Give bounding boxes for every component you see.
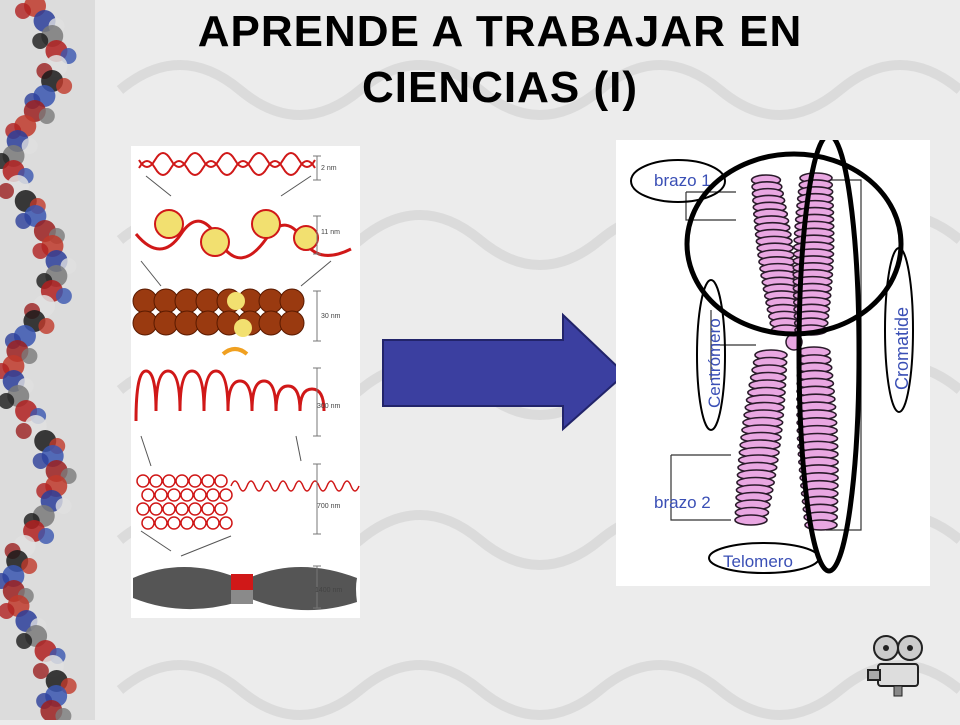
- scale-label-700nm: 700 nm: [317, 503, 341, 510]
- highlight-upper-chromosome: [684, 151, 904, 337]
- scale-label-300nm: 300 nm: [317, 403, 341, 410]
- title-line-2: CIENCIAS (I): [362, 63, 638, 112]
- scale-label-11nm: 11 nm: [321, 229, 340, 236]
- film-projector-icon[interactable]: [866, 634, 930, 703]
- label-centromere: Centrómero: [705, 318, 724, 408]
- slide-title: APRENDE A TRABAJAR EN CIENCIAS (I): [120, 4, 880, 116]
- looped-domain: [134, 369, 326, 422]
- transformation-arrow: [380, 312, 630, 437]
- chromosome-figure: brazo 1 brazo 2 Telomero Centrómero Crom…: [616, 132, 930, 586]
- dna-decoration-strip: [0, 0, 95, 724]
- nucleosome-fiber: [134, 209, 352, 260]
- label-arm-2: brazo 2: [654, 493, 711, 512]
- highlight-arm1: [630, 159, 726, 203]
- label-telomere: Telomero: [723, 552, 793, 571]
- scale-label-1400nm: 1400 nm: [315, 587, 342, 594]
- dna-double-helix: [138, 152, 316, 176]
- dna-helix-icon: [0, 0, 95, 724]
- label-chromatid: Cromatide: [892, 307, 912, 390]
- chromosome: [734, 172, 839, 531]
- condensed-chromatin: [136, 474, 360, 530]
- scale-label-2nm: 2 nm: [321, 165, 337, 172]
- highlight-centromere: [696, 279, 726, 431]
- metaphase-chromosome: [133, 567, 357, 611]
- scale-label-30nm: 30 nm: [321, 313, 341, 320]
- chromatin-compaction-figure: 2 nm 11 nm 30 nm 300 nm 700 nm 1400 nm: [131, 146, 360, 618]
- scale-labels: 2 nm 11 nm 30 nm 300 nm 700 nm 1400 nm: [315, 165, 342, 594]
- title-line-1: APRENDE A TRABAJAR EN: [197, 7, 803, 56]
- label-arm-1: brazo 1: [654, 171, 711, 190]
- 30nm-fiber: [132, 288, 305, 337]
